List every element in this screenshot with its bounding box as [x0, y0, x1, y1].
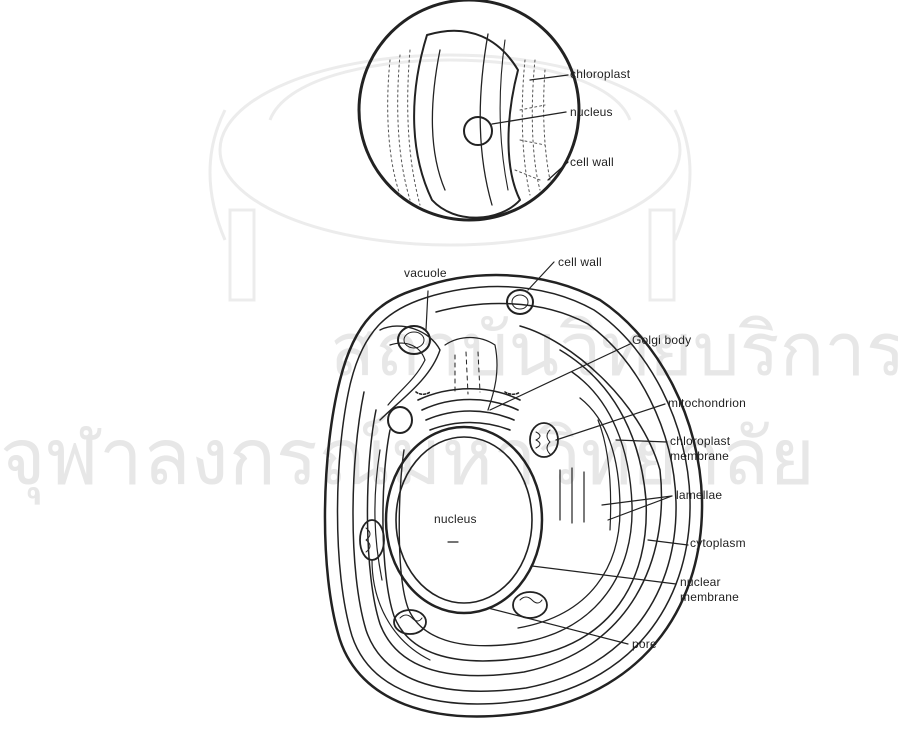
label-chloroplast-membrane-line-1: chloroplast [670, 435, 730, 448]
label-mitochondrion: mitochondrion [668, 397, 746, 410]
leader-golgi [490, 344, 630, 410]
vacuole-3 [388, 407, 412, 433]
mitochondrion [530, 423, 558, 457]
label-chloroplast-membrane-line-2: membrane [670, 450, 729, 463]
leader-cytoplasm [648, 540, 688, 545]
label-vacuole: vacuole [404, 267, 447, 280]
leader-mitochondrion [556, 404, 665, 440]
leader-cell-wall [528, 262, 554, 290]
label-top-chloroplast: chloroplast [570, 68, 630, 81]
label-nucleus: nucleus [434, 513, 477, 526]
leader-chloroplast-membrane [616, 440, 667, 442]
label-cytoplasm: cytoplasm [690, 537, 746, 550]
label-golgi-body: Golgi body [632, 334, 691, 347]
mitochondrion-2 [360, 520, 384, 560]
label-top-cell-wall: cell wall [570, 156, 614, 169]
mitochondrion-4 [513, 592, 547, 618]
label-nuclear-membrane-line-1: nuclear [680, 576, 721, 589]
vacuole [398, 326, 430, 354]
leader-pore [488, 608, 628, 644]
vacuole-2 [507, 290, 533, 314]
label-pore: pore [632, 638, 657, 651]
golgi-body [416, 389, 520, 430]
label-lamellae: lamellae [676, 489, 722, 502]
leader-nuclear-membrane [532, 566, 676, 584]
label-nuclear-membrane-line-2: membrane [680, 591, 739, 604]
label-cell-wall: cell wall [558, 256, 602, 269]
label-top-nucleus: nucleus [570, 106, 613, 119]
